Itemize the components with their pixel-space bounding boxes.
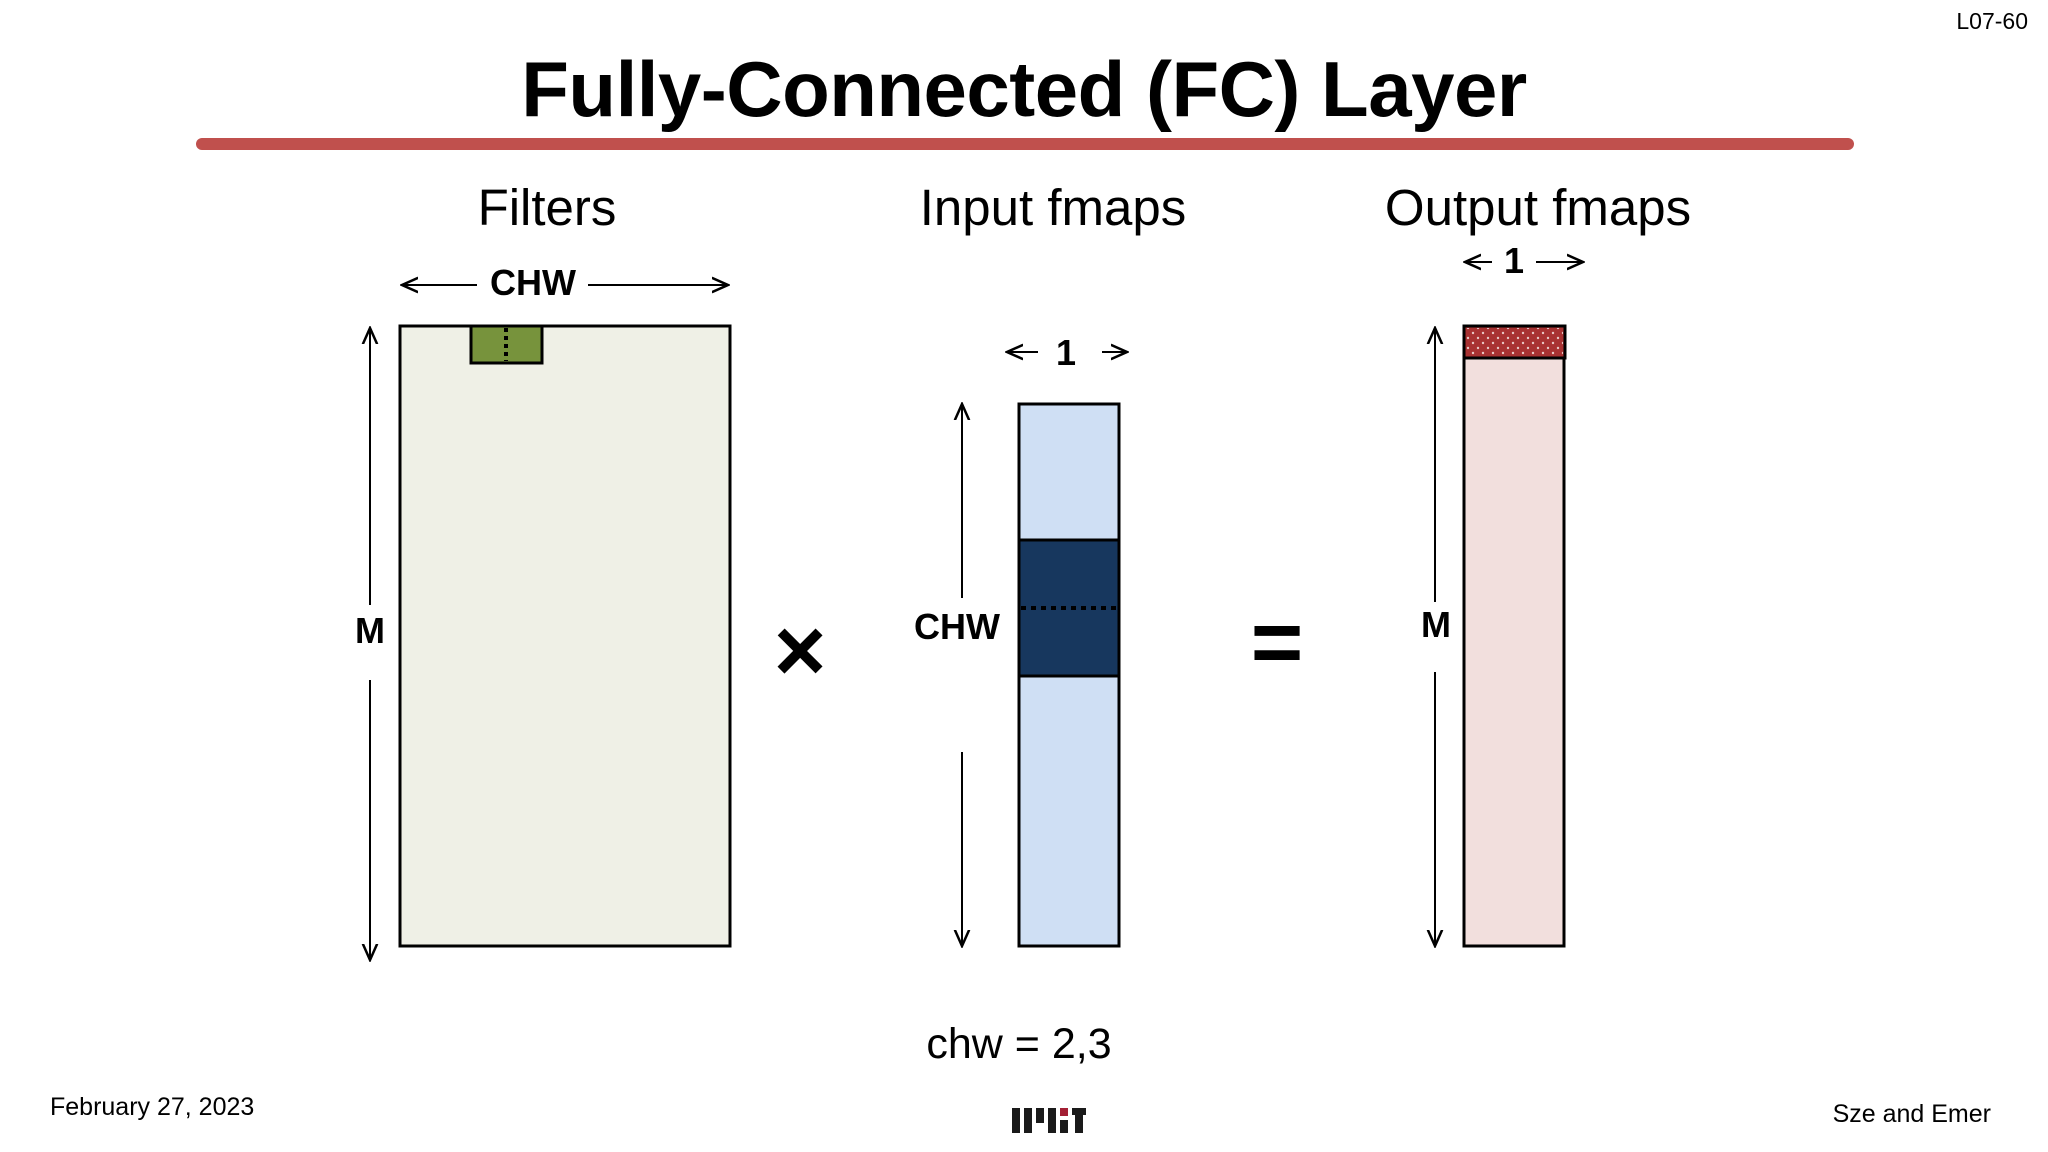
- footer-date: February 27, 2023: [50, 1093, 255, 1121]
- filters-heading: Filters: [477, 179, 617, 236]
- output-heading: Output fmaps: [1384, 179, 1692, 236]
- output-vector: [1462, 324, 1566, 948]
- input-heading: Input fmaps: [919, 179, 1187, 236]
- filters-matrix: [398, 324, 732, 948]
- mit-logo: [1012, 1108, 1086, 1133]
- multiply-operator: ×: [773, 601, 827, 701]
- footer-authors: Sze and Emer: [1832, 1100, 1991, 1128]
- title-underline: [196, 138, 1854, 150]
- slide-title: Fully-Connected (FC) Layer: [521, 45, 1527, 133]
- index-label: chw = 2,3: [926, 1020, 1112, 1068]
- output-width-label: 1: [1503, 240, 1525, 281]
- equals-operator: =: [1250, 593, 1304, 693]
- input-width-label: 1: [1055, 332, 1077, 373]
- output-highlight-texture: [1466, 328, 1563, 356]
- filters-height-label: M: [355, 610, 385, 651]
- input-height-label: CHW: [914, 606, 1000, 647]
- output-height-label: M: [1421, 604, 1451, 645]
- slide-number: L07-60: [1956, 8, 2028, 34]
- filters-width-label: CHW: [490, 262, 576, 303]
